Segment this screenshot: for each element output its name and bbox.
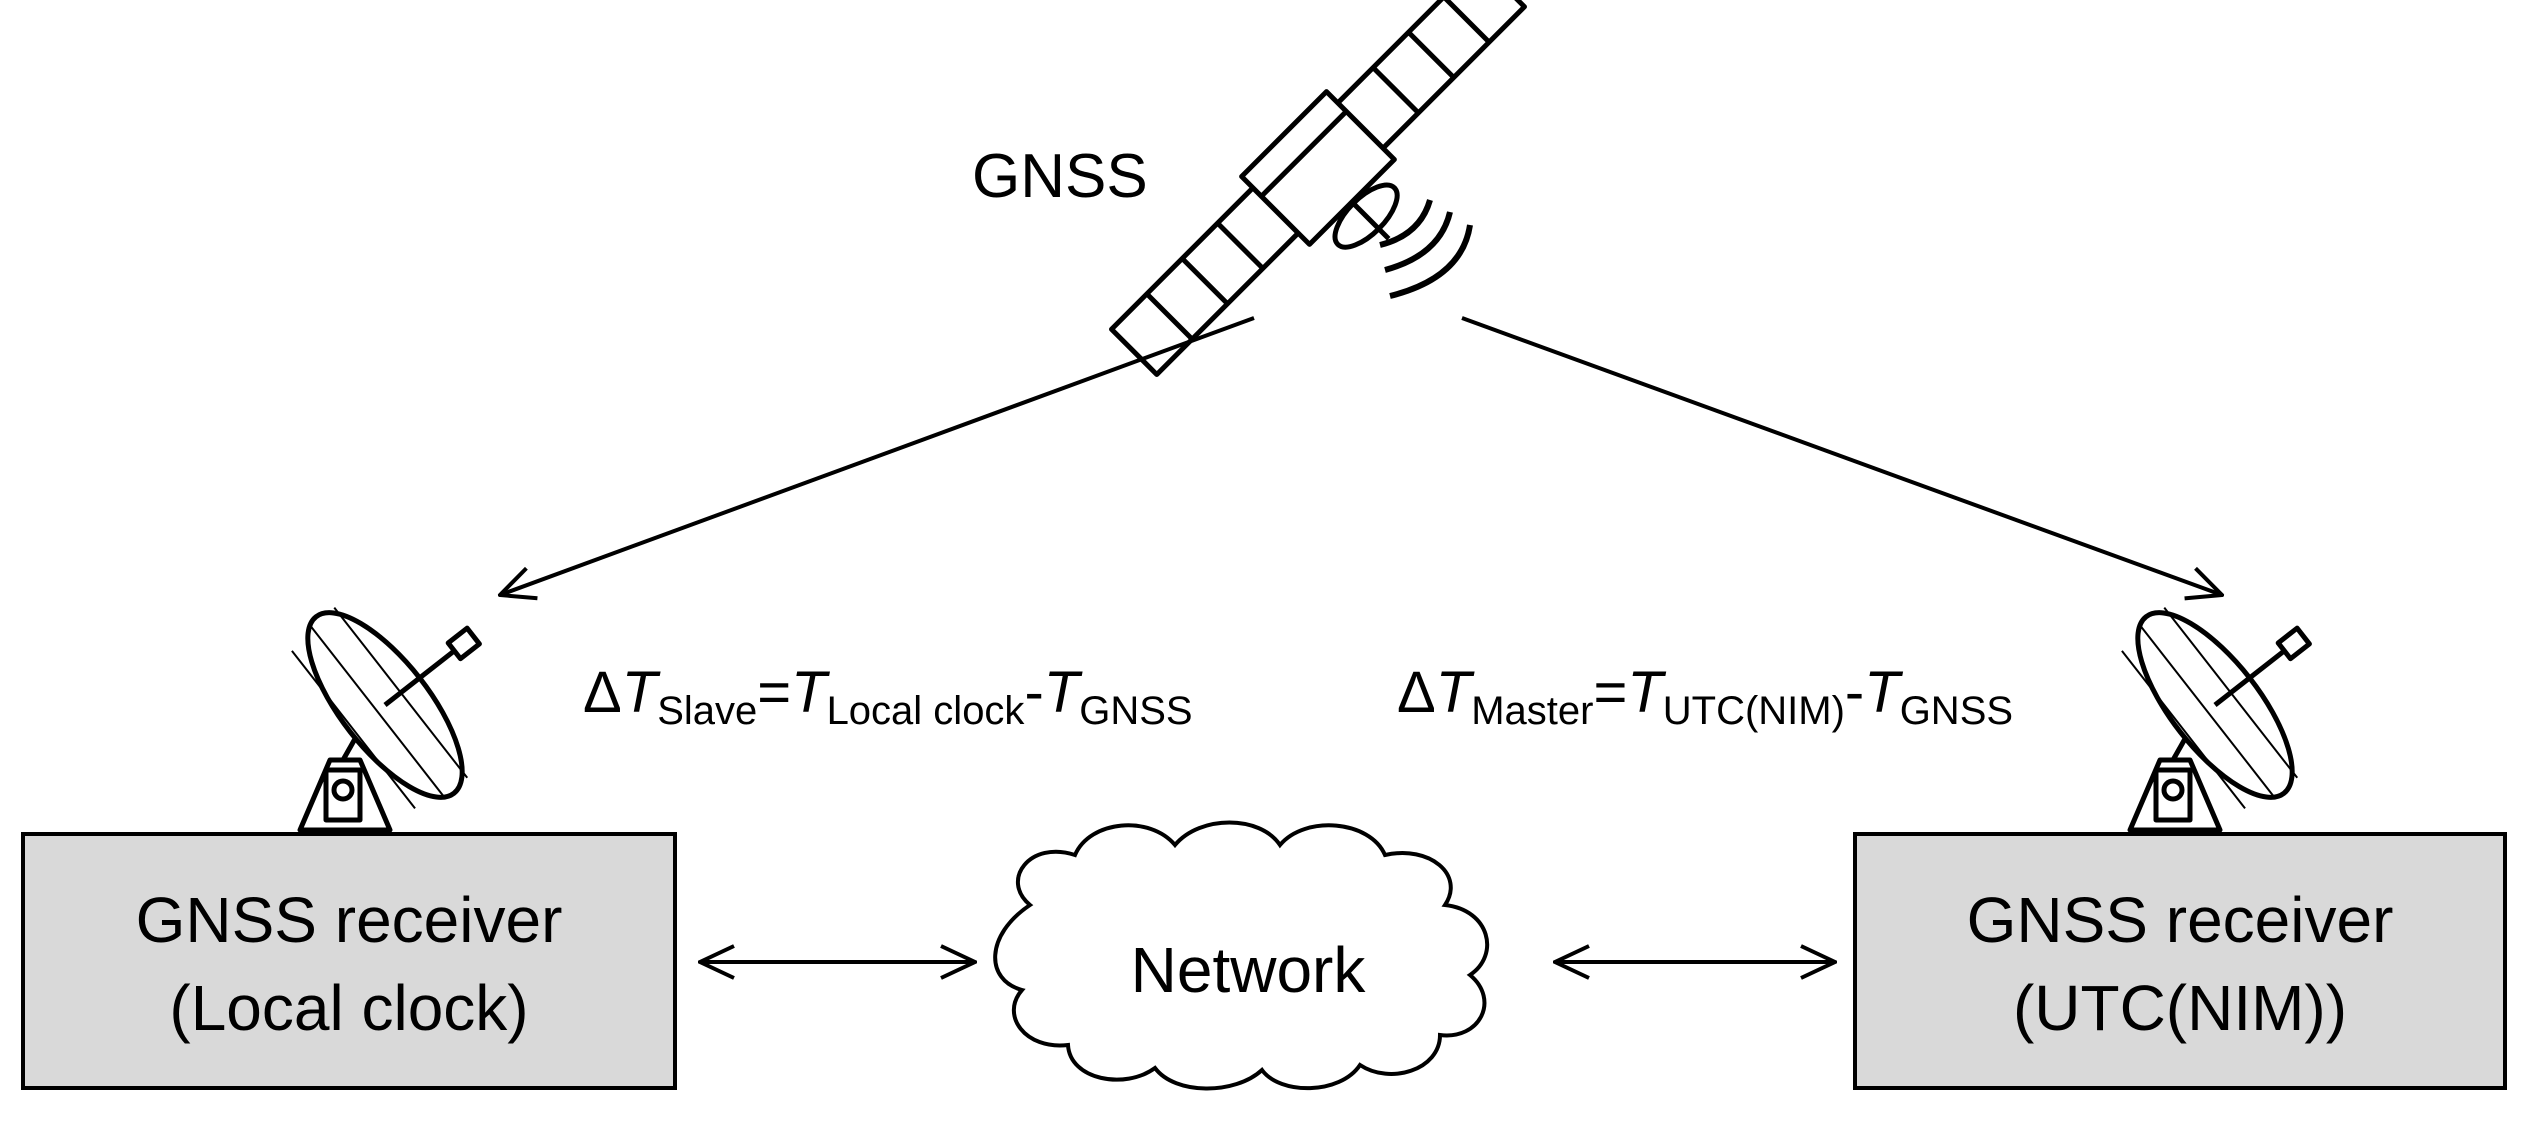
right-receiver-box: GNSS receiver (UTC(NIM)) xyxy=(1853,832,2507,1090)
signal-arrow-left xyxy=(500,316,1255,595)
signal-arrow-right xyxy=(1461,316,2222,595)
right-time-offset-equation: ΔTMaster=TUTC(NIM)-TGNSS xyxy=(1397,660,2013,733)
left-receiver-clock: (Local clock) xyxy=(169,972,528,1044)
left-dish-antenna-icon xyxy=(291,606,482,833)
left-time-offset-equation: ΔTSlave=TLocal clock-TGNSS xyxy=(583,660,1193,733)
right-receiver-clock: (UTC(NIM)) xyxy=(2013,972,2347,1044)
right-receiver-title: GNSS receiver xyxy=(1967,884,2394,956)
right-dish-antenna-icon xyxy=(2121,606,2312,833)
satellite-icon xyxy=(1109,0,1527,377)
network-cloud: Network xyxy=(993,820,1490,1091)
left-receiver-title: GNSS receiver xyxy=(136,884,563,956)
gnss-satellite-label: GNSS xyxy=(972,142,1148,211)
left-receiver-box: GNSS receiver (Local clock) xyxy=(21,832,677,1090)
network-label: Network xyxy=(1131,934,1367,1006)
